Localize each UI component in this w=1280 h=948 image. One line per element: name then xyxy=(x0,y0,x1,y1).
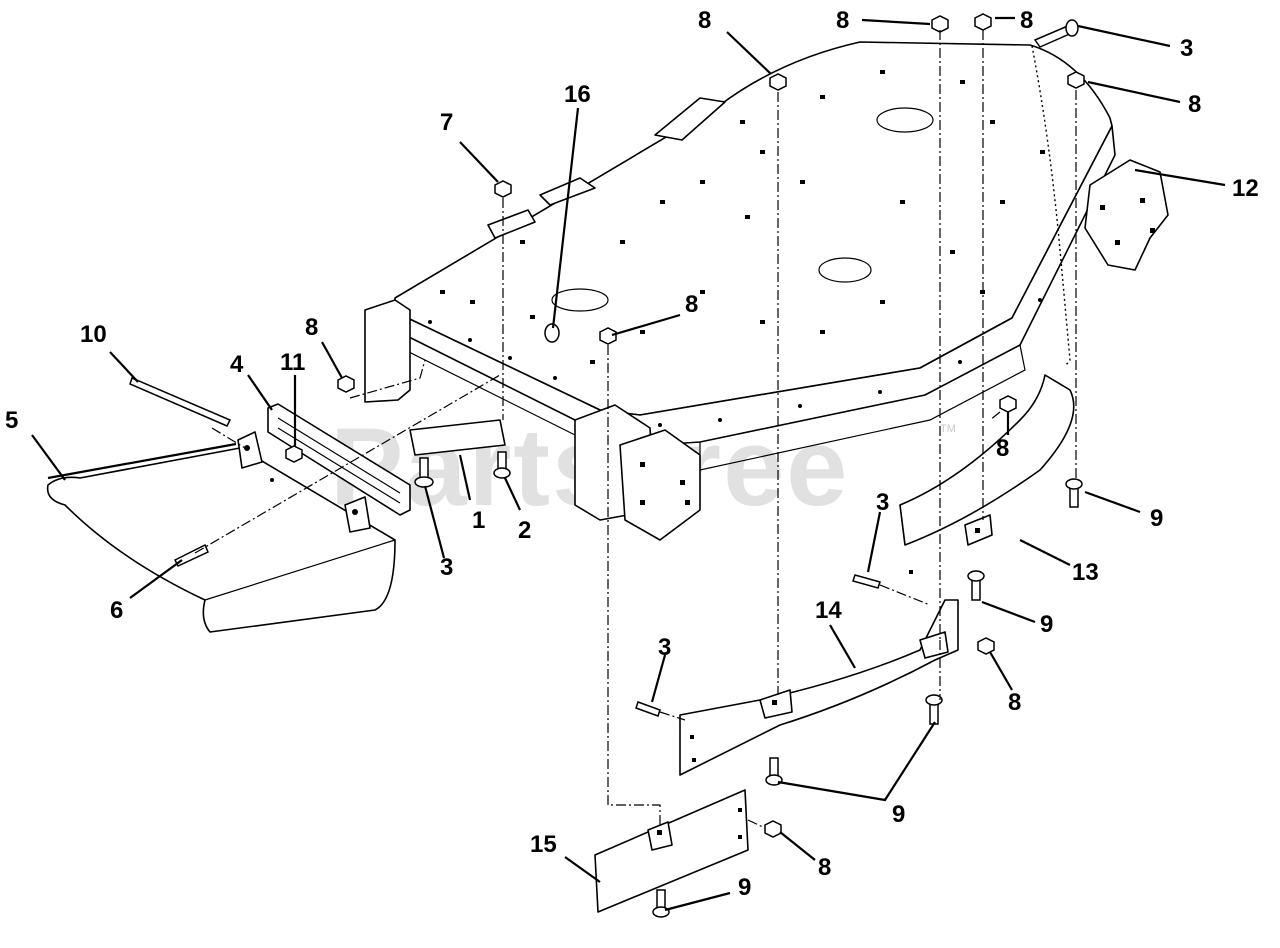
assembly-center-lines xyxy=(194,30,1077,829)
side-baffle xyxy=(679,599,959,776)
mower-deck-shell xyxy=(394,41,1116,471)
callout-8: 8 xyxy=(996,435,1009,462)
callout-9: 9 xyxy=(738,874,751,901)
deck-caster-bracket xyxy=(619,429,701,541)
callout-1: 1 xyxy=(472,507,485,534)
callout-3: 3 xyxy=(876,489,889,516)
callout-4: 4 xyxy=(230,351,244,378)
callout-10: 10 xyxy=(80,321,107,348)
callout-8: 8 xyxy=(698,7,711,34)
callout-15: 15 xyxy=(530,831,557,858)
front-baffle xyxy=(899,374,1075,546)
discharge-chute xyxy=(46,431,396,633)
callout-8: 8 xyxy=(836,7,849,34)
callout-9: 9 xyxy=(892,801,905,828)
callout-8: 8 xyxy=(305,314,318,341)
callout-13: 13 xyxy=(1072,559,1099,586)
callout-6: 6 xyxy=(110,597,123,624)
callout-leader-lines xyxy=(31,16,1226,912)
callout-16: 16 xyxy=(564,81,591,108)
hardware-nut xyxy=(285,13,1085,838)
callout-5: 5 xyxy=(5,407,18,434)
callout-labels: 8 8 8 3 8 16 7 12 8 8 10 4 11 5 1 2 3 8 … xyxy=(5,7,1259,901)
callout-8: 8 xyxy=(1008,689,1021,716)
callout-7: 7 xyxy=(440,109,453,136)
hinge-plate xyxy=(409,419,506,456)
callout-14: 14 xyxy=(815,597,842,624)
callout-8: 8 xyxy=(685,291,698,318)
callout-8: 8 xyxy=(1020,7,1033,34)
callout-3: 3 xyxy=(440,554,453,581)
callout-3: 3 xyxy=(1180,35,1193,62)
callout-3: 3 xyxy=(658,634,671,661)
callout-8: 8 xyxy=(818,854,831,881)
baffle-plate xyxy=(594,789,749,913)
callout-2: 2 xyxy=(518,517,531,544)
deck-side-bracket-left xyxy=(364,299,411,403)
watermark-trademark: TM xyxy=(940,423,956,435)
callout-9: 9 xyxy=(1040,611,1053,638)
callout-11: 11 xyxy=(280,349,305,376)
callout-12: 12 xyxy=(1232,175,1259,202)
callout-9: 9 xyxy=(1150,505,1163,532)
callout-8: 8 xyxy=(1188,91,1201,118)
rear-hinge-bracket xyxy=(1084,159,1169,271)
